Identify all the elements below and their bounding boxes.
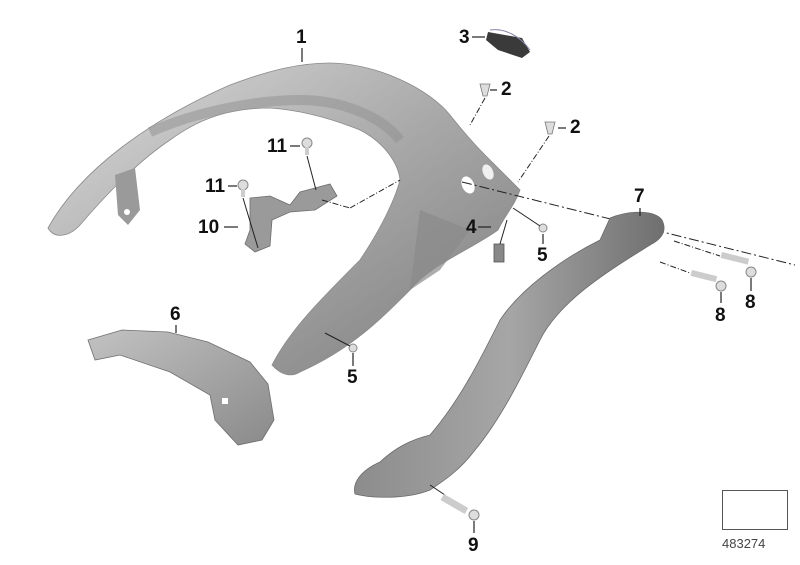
- callout-11-lower[interactable]: 11: [205, 176, 226, 197]
- navigation-arrow-button[interactable]: [722, 490, 788, 530]
- part-11-screw-upper[interactable]: [301, 137, 317, 191]
- part-9-bolt[interactable]: [429, 484, 480, 521]
- leader-lines: [175, 36, 752, 533]
- part-2-rivet-lower[interactable]: [517, 121, 556, 183]
- callout-1[interactable]: 1: [296, 27, 307, 48]
- callout-8-left[interactable]: 8: [715, 305, 726, 326]
- callout-8-right[interactable]: 8: [745, 292, 756, 313]
- part-6-cover-plate[interactable]: [87, 329, 275, 446]
- part-3-clip-cover[interactable]: [486, 29, 531, 58]
- document-number: 483274: [722, 536, 766, 551]
- part-5-screw-lower[interactable]: [324, 332, 358, 353]
- callout-11-upper[interactable]: 11: [267, 136, 288, 157]
- callout-2-upper[interactable]: 2: [501, 79, 512, 100]
- part-11-screw-lower[interactable]: [237, 179, 259, 249]
- part-8-bolt-right[interactable]: [673, 240, 757, 278]
- callout-5-upper[interactable]: 5: [537, 245, 548, 266]
- callout-5-lower[interactable]: 5: [347, 367, 358, 388]
- callout-7[interactable]: 7: [634, 186, 645, 207]
- part-2-rivet-upper[interactable]: [469, 83, 491, 126]
- part-8-bolt-left[interactable]: [659, 261, 727, 292]
- callout-4[interactable]: 4: [466, 217, 477, 238]
- callout-6[interactable]: 6: [170, 304, 181, 325]
- part-4-nut-clip[interactable]: [493, 219, 508, 263]
- part-10-bracket[interactable]: [244, 179, 401, 253]
- callout-3[interactable]: 3: [459, 27, 470, 48]
- callout-9[interactable]: 9: [468, 535, 479, 556]
- part-7-grab-handle[interactable]: [354, 211, 665, 498]
- callout-2-lower[interactable]: 2: [570, 117, 581, 138]
- part-1-carrier-frame[interactable]: [47, 62, 521, 376]
- callout-10[interactable]: 10: [198, 217, 220, 238]
- part-5-screw-upper[interactable]: [512, 207, 548, 233]
